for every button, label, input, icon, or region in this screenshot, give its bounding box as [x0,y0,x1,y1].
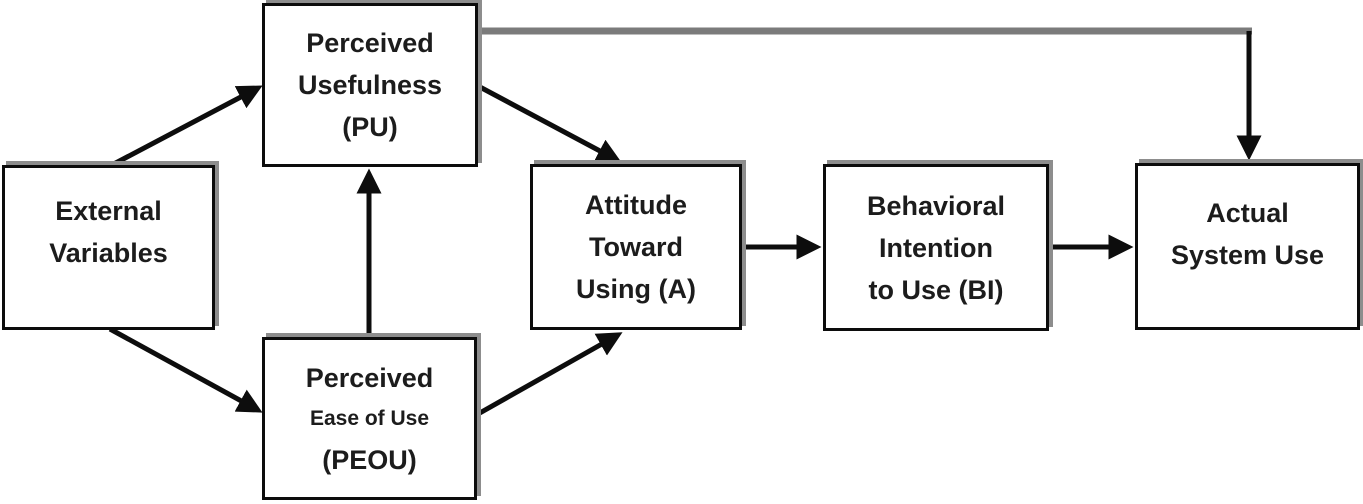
node-label-line: Usefulness [297,70,443,100]
edge-pu-to-attitude [476,83,622,163]
node-actual-system-use: Actual System Use [1135,163,1360,330]
node-behavioral-intention: Behavioral Intention to Use (BI) [823,164,1049,331]
node-label-line: Actual [1206,197,1289,228]
node-label-line: Intention [879,232,993,263]
node-label-line: Behavioral [866,190,1006,221]
node-perceived-usefulness: Perceived Usefulness (PU) [262,3,478,167]
edge-peou-to-attitude [476,332,623,417]
node-label-line: Variables [49,237,168,268]
node-label-line: (PU) [342,112,398,142]
node-perceived-ease-of-use: Perceived Ease of Use (PEOU) [262,337,477,500]
node-label-line: Ease of Use [309,406,430,430]
node-label-line: (PEOU) [322,444,417,475]
node-label-line: to Use (BI) [868,274,1004,305]
edge-external-to-pu [108,85,263,169]
node-label-line: Perceived [305,362,434,393]
node-external-variables: External Variables [2,165,215,330]
node-label-line: System Use [1170,239,1325,270]
node-label-line: Attitude [585,190,687,220]
node-label-line: Toward [589,232,683,262]
node-label-line: Using (A) [576,274,696,304]
node-label-line: Perceived [306,28,434,58]
node-label-line: External [55,195,162,226]
node-attitude-toward-using: Attitude Toward Using (A) [530,164,742,330]
edge-external-to-peou [108,326,263,413]
